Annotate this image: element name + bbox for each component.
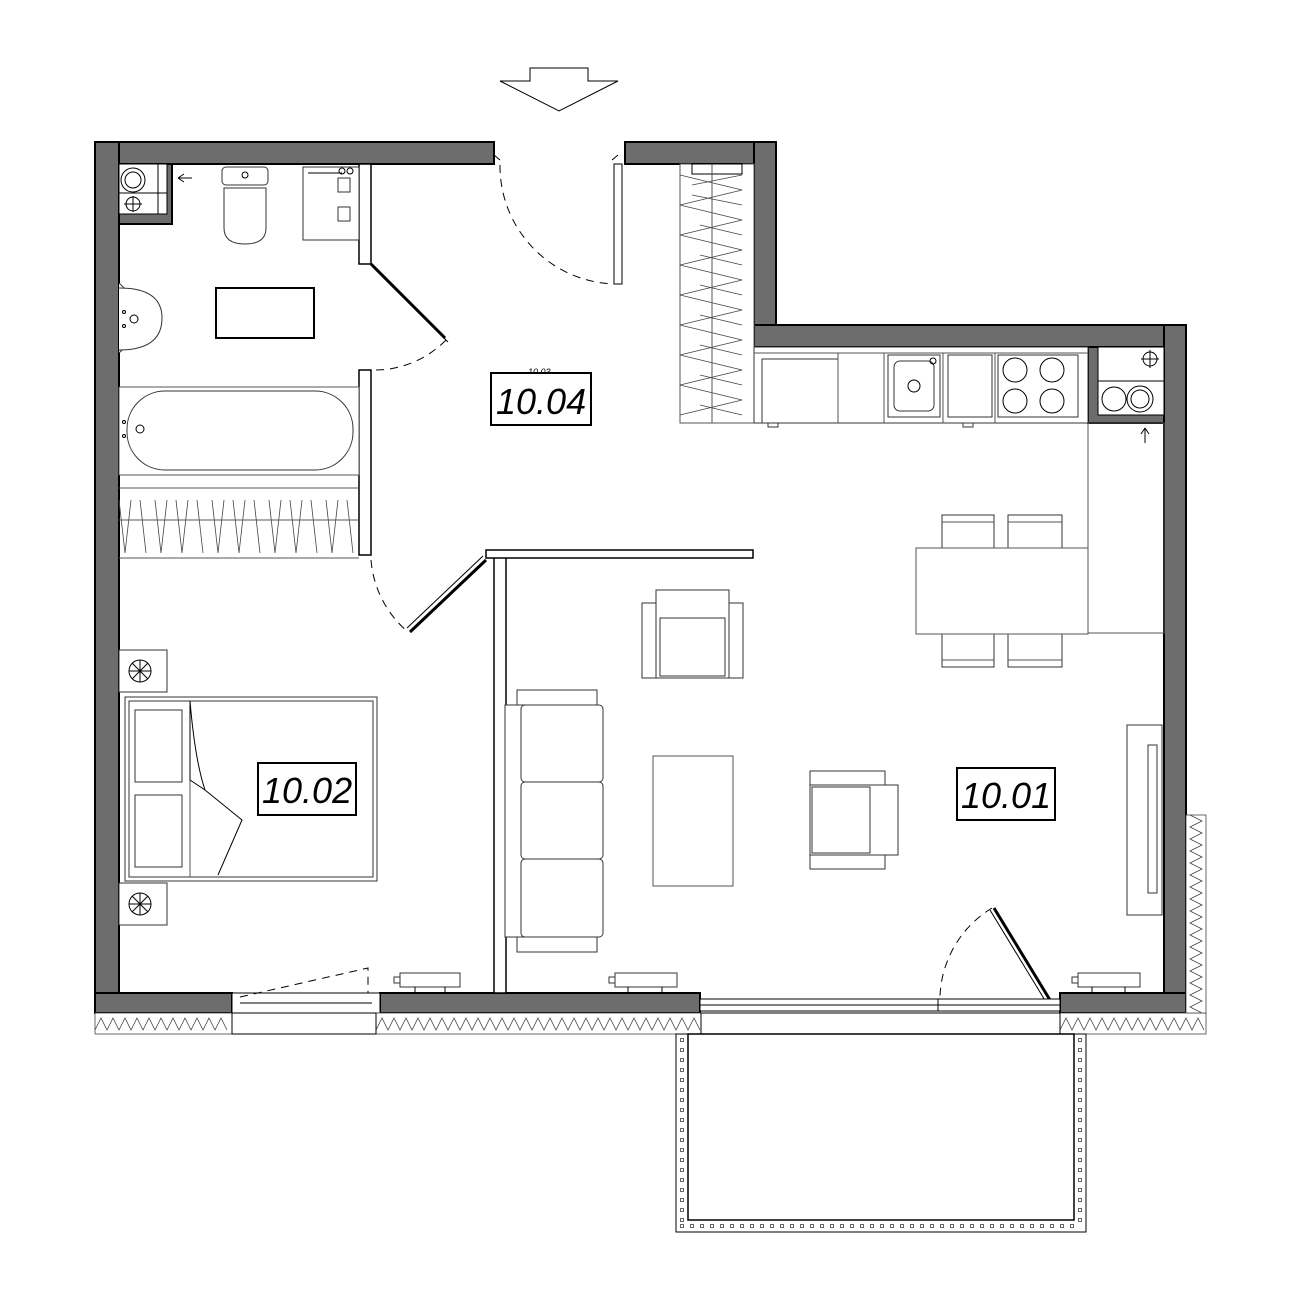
dining-table xyxy=(915,514,1089,668)
exterior-walls xyxy=(94,141,1187,1014)
bathroom-door xyxy=(369,262,449,371)
entrance-door xyxy=(493,154,623,285)
sofa-icon xyxy=(504,689,604,953)
radiator-icon xyxy=(1071,972,1141,993)
washbasin-icon xyxy=(118,282,163,354)
toilet-icon xyxy=(221,166,269,245)
radiator-icon xyxy=(608,972,678,993)
room-number-living: 10.01 xyxy=(961,775,1051,816)
balcony xyxy=(675,1033,1087,1233)
living-windows xyxy=(699,998,1061,1012)
fridge-icon xyxy=(947,354,993,418)
room-label-living: 10.01 xyxy=(956,767,1056,821)
room-label-bedroom: 10.02 xyxy=(257,762,357,816)
bed-icon xyxy=(124,696,378,882)
balcony-door xyxy=(939,907,1052,1006)
armchair-icon xyxy=(641,589,744,679)
facade-insulation xyxy=(94,814,1207,1035)
armchair-icon xyxy=(809,770,899,870)
bath-mat xyxy=(215,287,315,339)
coffee-table xyxy=(652,755,734,887)
riser-shaft-icon xyxy=(119,164,1164,443)
radiator-icon xyxy=(393,972,461,993)
entrance-arrow-icon xyxy=(499,67,619,112)
cooktop-icon xyxy=(997,354,1079,418)
sink-icon xyxy=(887,354,941,418)
bedroom-door xyxy=(370,555,488,634)
room-label-hall: 10.04 xyxy=(490,372,592,426)
room-number-bedroom: 10.02 xyxy=(262,770,352,811)
room-number-hall: 10.04 xyxy=(496,381,586,422)
bathtub-icon xyxy=(118,386,360,476)
hall-wardrobe xyxy=(679,163,755,424)
tv-cabinet xyxy=(1126,724,1163,916)
bedroom-window xyxy=(231,967,381,1014)
ventilation-icon xyxy=(118,649,168,926)
bedroom-wardrobe xyxy=(118,499,359,554)
washing-machine-icon xyxy=(302,166,360,241)
